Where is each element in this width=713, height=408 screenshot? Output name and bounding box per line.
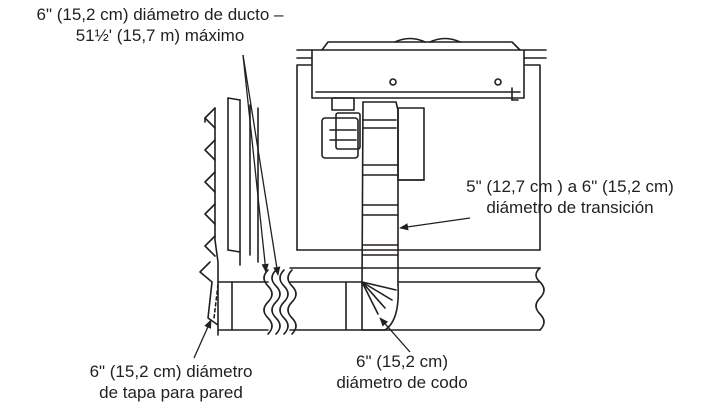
elbow (361, 281, 400, 331)
wall-and-vent-cap (199, 97, 259, 336)
label-elbow-diameter: 6" (15,2 cm) diámetro de codo (336, 352, 468, 392)
leader-lines (193, 54, 471, 359)
horizontal-duct (217, 269, 541, 335)
leader-duct-diameter (242, 54, 281, 276)
leader-elbow (379, 317, 411, 353)
dryer-cabinet (296, 37, 547, 251)
leader-wall-cap (193, 319, 212, 359)
leader-duct-diameter-2 (242, 54, 269, 273)
label-duct-diameter: 6" (15,2 cm) diámetro de ducto – 51½' (1… (36, 5, 284, 45)
blower-motor (321, 107, 425, 181)
transition-duct (361, 101, 399, 286)
floor (289, 267, 545, 331)
label-transition-diameter: 5" (12,7 cm ) a 6" (15,2 cm) diámetro de… (466, 177, 674, 217)
leader-transition (399, 217, 471, 231)
label-wall-cap-diameter: 6" (15,2 cm) diámetro de tapa para pared (89, 362, 253, 402)
